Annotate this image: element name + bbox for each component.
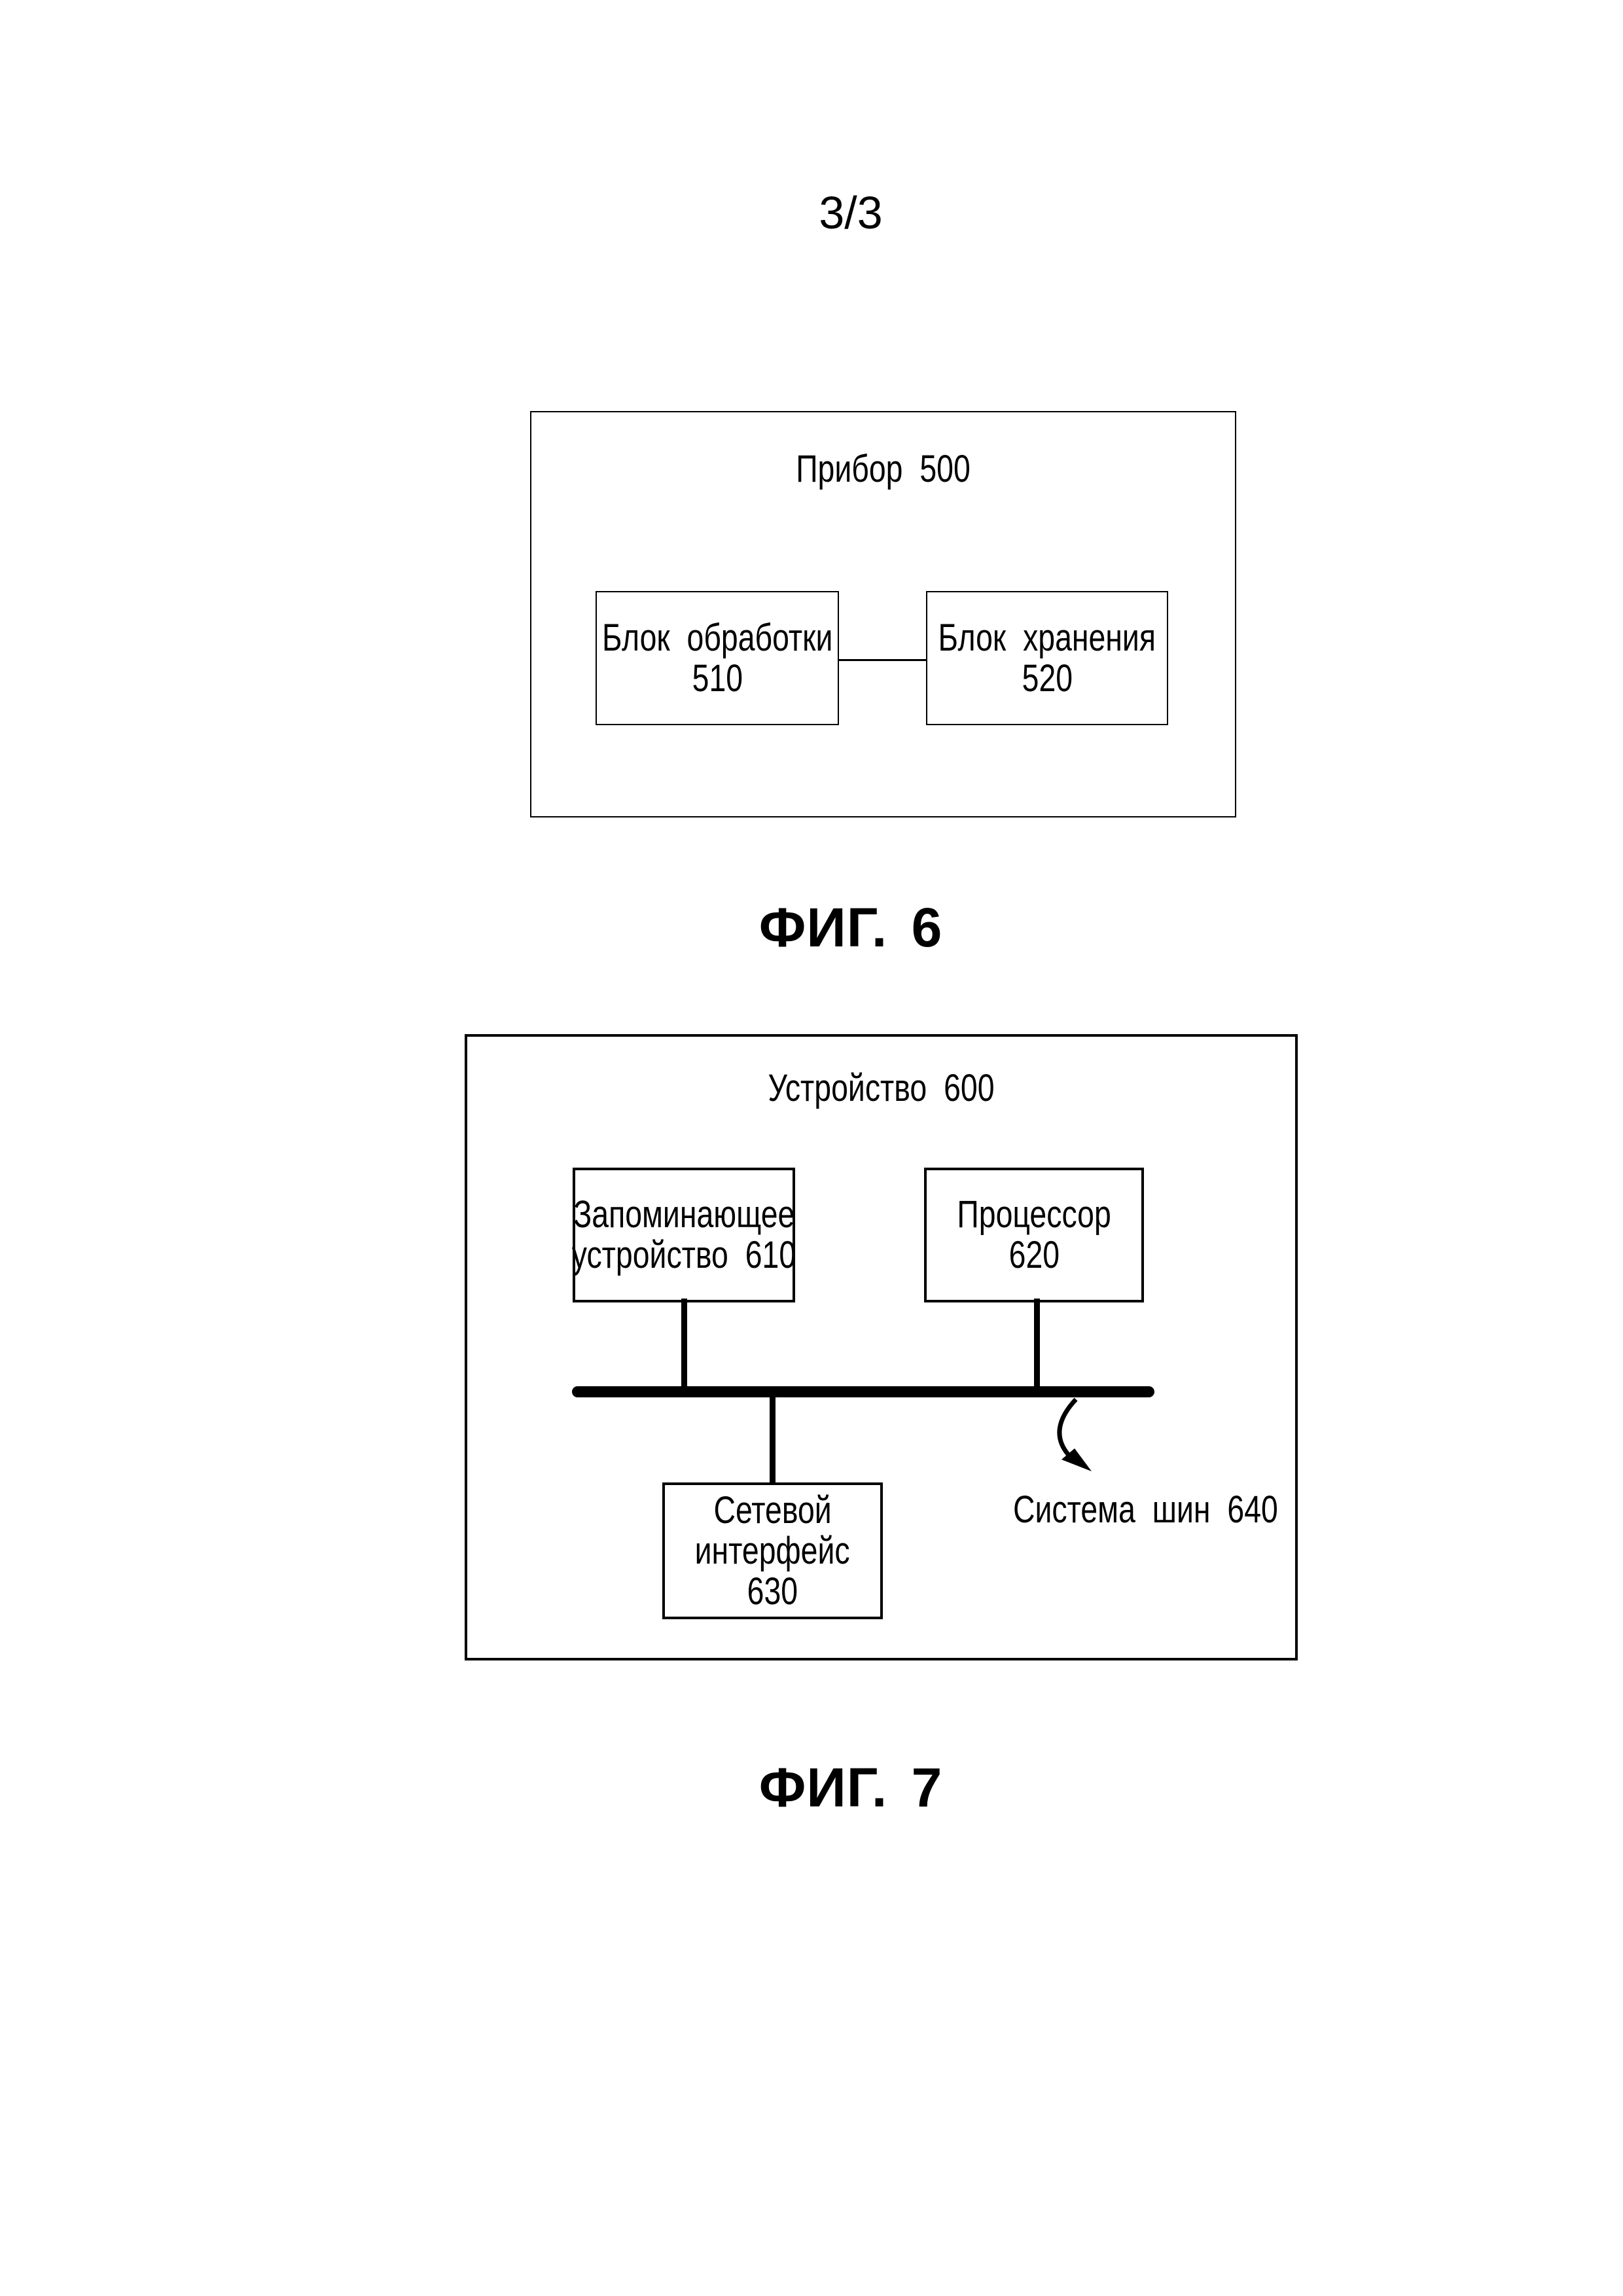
- fig6-frame-title-text: Прибор 500: [796, 448, 971, 490]
- bus-pointer-arrow-icon: [1057, 1397, 1092, 1471]
- fig6-caption: ФИГ. 6: [758, 897, 943, 958]
- bus-system-label: Система шин 640: [984, 1488, 1278, 1531]
- processor-label-line2: 620: [1008, 1234, 1060, 1276]
- memory-label-line1: Запоминающее: [573, 1193, 795, 1236]
- page-number-text: 3/3: [819, 187, 883, 238]
- memory-box: Запоминающее устройство 610: [571, 1168, 796, 1302]
- bus-system-label-text: Система шин 640: [1013, 1488, 1278, 1531]
- fig7-frame-title: Устройство 600: [467, 1068, 1295, 1109]
- fig7-device-frame: Устройство 600 Запоминающее устройство 6…: [465, 1034, 1298, 1660]
- fig6-frame-title: Прибор 500: [531, 449, 1235, 490]
- fig7-caption: ФИГ. 7: [758, 1757, 943, 1818]
- network-label-line2: интерфейс: [694, 1529, 850, 1572]
- processor-label-line1: Процессор: [957, 1193, 1111, 1236]
- page-number: 3/3: [753, 188, 949, 237]
- bus-bar: [572, 1386, 1154, 1397]
- fig7-frame-title-text: Устройство 600: [768, 1067, 995, 1109]
- processing-unit-box: Блок обработки 510: [596, 591, 839, 725]
- storage-unit-box: Блок хранения 520: [926, 591, 1168, 725]
- network-interface-box: Сетевой интерфейс 630: [662, 1482, 883, 1619]
- connector-610-bus: [681, 1299, 687, 1390]
- connector-620-bus: [1034, 1299, 1040, 1390]
- storage-unit-label: Блок хранения: [938, 616, 1156, 659]
- processor-box: Процессор 620: [924, 1168, 1144, 1302]
- processing-unit-number: 510: [692, 656, 743, 700]
- processing-unit-label: Блок обработки: [601, 616, 833, 659]
- fig6-device-frame: Прибор 500 Блок обработки 510 Блок хране…: [530, 411, 1236, 817]
- connector-bus-630: [770, 1397, 776, 1485]
- connector-510-520: [839, 659, 927, 661]
- network-label-line3: 630: [747, 1570, 798, 1613]
- memory-label-line2: устройство 610: [571, 1234, 796, 1276]
- network-label-line1: Сетевой: [713, 1488, 832, 1532]
- storage-unit-number: 520: [1022, 656, 1073, 700]
